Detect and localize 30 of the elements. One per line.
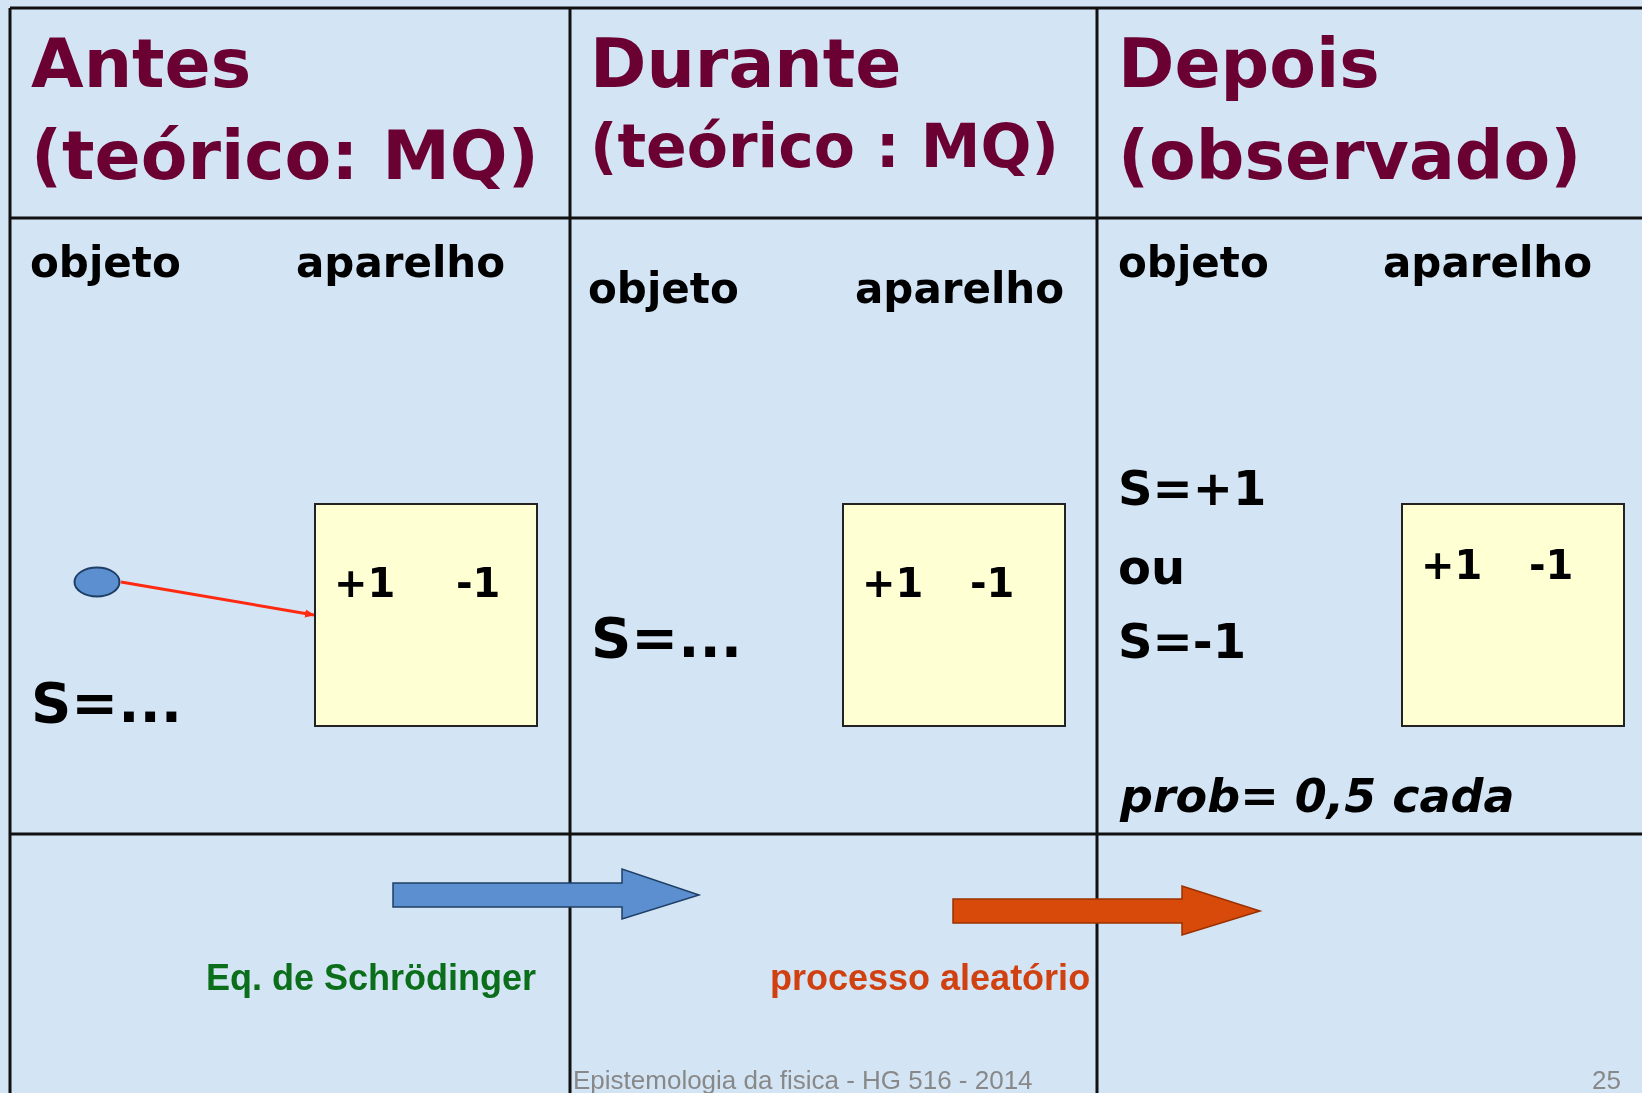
column-label: aparelho [1383,242,1593,284]
panel-subheading: (teórico: MQ) [31,122,539,190]
spin-value: ou [1118,543,1186,591]
panel-heading: Antes [31,30,252,98]
scale-value: -1 [1529,545,1574,585]
panel-subheading: (teórico : MQ) [590,116,1059,176]
panel-subheading: (observado) [1118,122,1582,190]
panel-heading: Durante [590,30,902,98]
scale-value: +1 [1421,545,1483,585]
arrow [120,580,315,618]
scale-value: +1 [334,563,396,603]
spin-value: S=+1 [1118,464,1267,512]
object-ellipse [73,566,121,598]
meter-box [1401,503,1625,727]
slide-number: 25 [1592,1067,1621,1093]
scale-value: -1 [970,563,1015,603]
spin-value: S=... [591,610,743,666]
column-label: objeto [30,242,181,284]
column-label: objeto [588,268,739,310]
meter-box [314,503,538,727]
column-label: aparelho [296,242,506,284]
column-label: objeto [1118,242,1269,284]
scale-value: -1 [456,563,501,603]
column-label: aparelho [855,268,1065,310]
spin-value: S=... [31,675,183,731]
scale-value: +1 [862,563,924,603]
transition-label: processo aleatório [770,960,1091,996]
meter-box [842,503,1066,727]
transition-label: Eq. de Schrödinger [206,960,537,996]
spin-value: S=-1 [1118,617,1247,665]
